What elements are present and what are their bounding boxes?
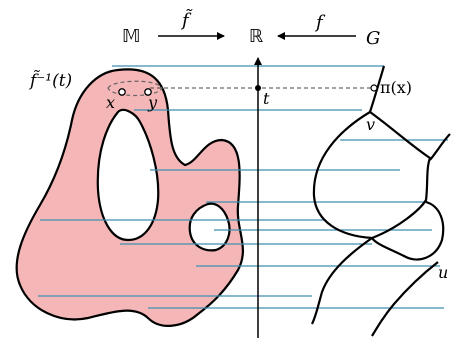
graph-cycle [371,200,445,261]
surface-region [15,68,244,327]
point-t [255,85,261,91]
reeb-graph [311,65,451,337]
top-map-row: 𝕄 f̃ ℝ f G [122,8,380,49]
label-preimage: f̃⁻¹(t) [28,70,72,91]
surface-outline [15,68,244,327]
level-lines [38,65,448,309]
label-x: x [106,93,115,112]
points [118,84,378,96]
label-v: v [366,115,375,134]
point-x [118,88,126,96]
label-y: y [147,93,158,112]
point-pi-x [370,84,378,92]
label-G: G [366,28,380,49]
label-tilde-f: f̃ [180,8,193,31]
point-y [144,88,152,96]
label-u: u [438,263,448,282]
label-pi-x: π(x) [380,78,412,97]
label-t: t [263,89,270,108]
graph-edge [368,65,386,113]
label-M: 𝕄 [122,26,140,47]
graph-cycle [312,110,432,240]
label-R: ℝ [249,26,263,47]
label-f: f [314,12,326,33]
graph-edge [371,261,439,337]
graph-edge [311,237,373,325]
graph-edge [429,133,451,161]
